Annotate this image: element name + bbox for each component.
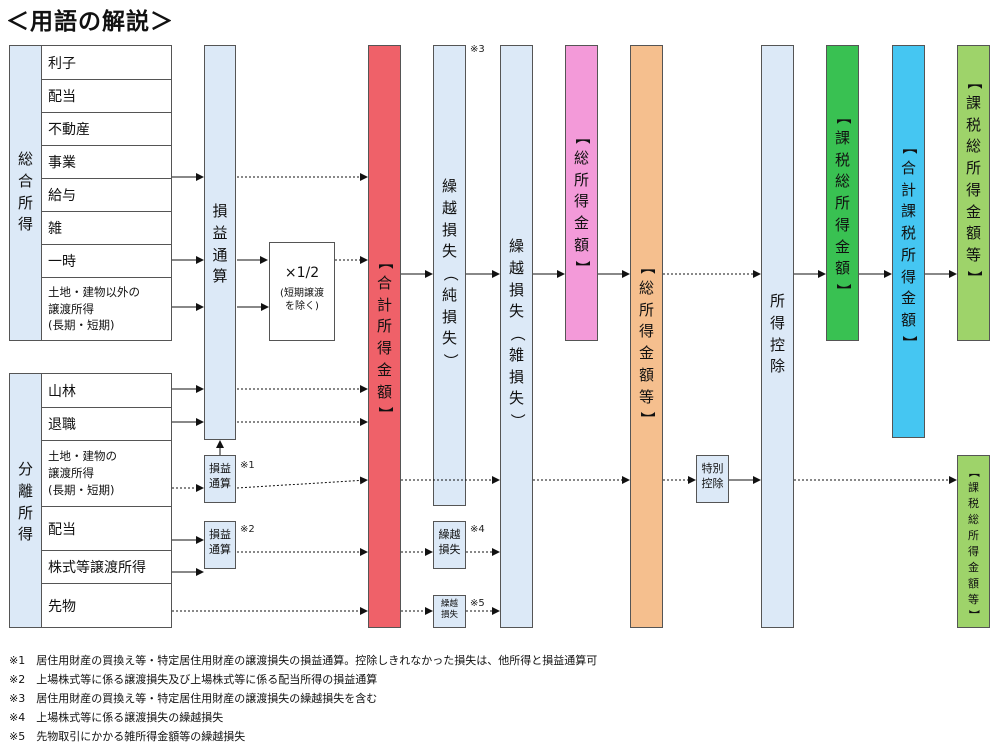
sogo-row: 事業: [42, 145, 171, 178]
mark-4: ※4: [470, 524, 485, 535]
sogo-row: 雑: [42, 211, 171, 244]
kazei-tou-label: 【課税総所得金額等】: [965, 74, 984, 286]
sou-shotoku-label: 【総所得金額】: [573, 129, 592, 275]
bunri-shotoku-table: 山林退職土地・建物の譲渡所得(長期・短期)配当株式等譲渡所得先物: [41, 373, 172, 628]
sou-shotoku-tou-box: 【総所得金額等】: [630, 45, 663, 628]
mark-2: ※2: [240, 524, 255, 535]
kazei-sou-label: 【課税総所得金額】: [834, 109, 853, 299]
sogo-shotoku-label: 総合所得: [17, 150, 33, 234]
mark-3: ※3: [470, 44, 485, 55]
kurikoshi-small: 繰越損失: [433, 521, 466, 569]
bunri-row: 配当: [42, 506, 171, 550]
kazei-tou-box: 【課税総所得金額等】: [957, 45, 990, 341]
sogo-row-land: 土地・建物以外の譲渡所得(長期・短期): [42, 277, 171, 340]
bunri-row: 山林: [42, 374, 171, 407]
kazei-tou2-box: 【課税総所得金額等】: [957, 455, 990, 628]
shotoku-koujo-box: 所得控除: [761, 45, 794, 628]
kazei-tou2-label: 【課税総所得金額等】: [967, 466, 981, 621]
footnote: ※4 上場株式等に係る譲渡損失の繰越損失: [9, 711, 224, 724]
soneki-tsusan-box: 損益通算: [204, 45, 236, 440]
sou-shotoku-tou-label: 【総所得金額等】: [638, 259, 657, 427]
footnote: ※1 居住用財産の買換え等・特定居住用財産の譲渡損失の損益通算。控除しきれなかっ…: [9, 654, 598, 667]
half-sub2: を除く): [285, 301, 319, 312]
footnote: ※2 上場株式等に係る譲渡損失及び上場株式等に係る配当所得の損益通算: [9, 673, 378, 686]
sogo-row: 利子: [42, 46, 171, 79]
half-main: ×1/2: [284, 265, 320, 281]
kurikoshi-zatsu-box: 繰越損失（雑損失）: [500, 45, 533, 628]
soneki-small-1-label: 損益通算: [209, 462, 231, 490]
goukei-shotoku-label: 【合計所得金額】: [376, 254, 395, 422]
sogo-row: 不動産: [42, 112, 171, 145]
tokubetsu-label: 特別控除: [701, 462, 724, 490]
half-box: ×1/2 (短期譲渡 を除く): [269, 242, 335, 341]
goukei-kazei-label: 【合計課税所得金額】: [900, 139, 919, 351]
sogo-row: 一時: [42, 244, 171, 277]
bunri-row: 先物: [42, 583, 171, 627]
sogo-row: 給与: [42, 178, 171, 211]
bunri-row: 退職: [42, 407, 171, 440]
bunri-row-land: 土地・建物の譲渡所得(長期・短期): [42, 440, 171, 506]
sou-shotoku-box: 【総所得金額】: [565, 45, 598, 341]
kurikoshi-tiny: 繰越損失: [433, 595, 466, 628]
bunri-shotoku-label: 分離所得: [17, 460, 33, 544]
soneki-tsusan-label: 損益通算: [212, 202, 228, 286]
flow-arrow: [236, 476, 368, 489]
bunri-row: 株式等譲渡所得: [42, 550, 171, 583]
kurikoshi-tiny-label: 繰越損失: [440, 599, 458, 621]
page-title: ＜用語の解説＞: [6, 9, 174, 35]
goukei-shotoku-box: 【合計所得金額】: [368, 45, 401, 628]
kurikoshi-zatsu-label: 繰越損失（雑損失）: [508, 237, 527, 429]
soneki-small-1: 損益通算: [204, 455, 236, 503]
goukei-kazei-box: 【合計課税所得金額】: [892, 45, 925, 438]
footnote: ※5 先物取引にかかる雑所得金額等の繰越損失: [9, 730, 246, 743]
kazei-sou-box: 【課税総所得金額】: [826, 45, 859, 341]
tokubetsu-box: 特別控除: [696, 455, 729, 503]
mark-1: ※1: [240, 460, 255, 471]
mark-5: ※5: [470, 598, 485, 609]
sogo-shotoku-table: 利子配当不動産事業給与雑一時土地・建物以外の譲渡所得(長期・短期): [41, 45, 172, 341]
kurikoshi-jun-box: 繰越損失（純損失）: [433, 45, 466, 506]
kurikoshi-small-label: 繰越損失: [438, 528, 461, 556]
kurikoshi-jun-label: 繰越損失（純損失）: [441, 177, 460, 369]
soneki-small-2-label: 損益通算: [209, 528, 231, 556]
sogo-row: 配当: [42, 79, 171, 112]
shotoku-koujo-label: 所得控除: [769, 292, 785, 376]
soneki-small-2: 損益通算: [204, 521, 236, 569]
sogo-shotoku-label-box: 総合所得: [9, 45, 42, 341]
footnote: ※3 居住用財産の買換え等・特定居住用財産の譲渡損失の繰越損失を含む: [9, 692, 378, 705]
half-sub1: (短期譲渡: [280, 288, 324, 299]
